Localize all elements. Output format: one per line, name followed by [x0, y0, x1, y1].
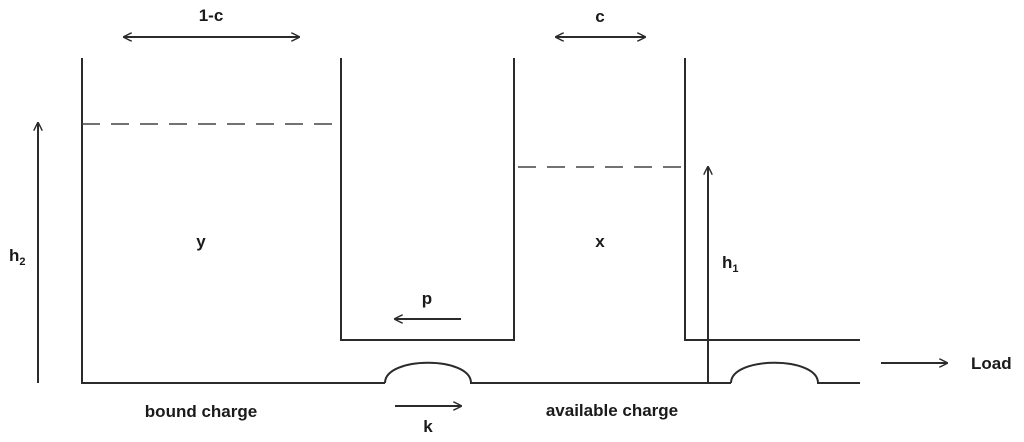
h2-subscript: 2	[19, 256, 25, 268]
load-label: Load	[971, 354, 1012, 373]
h1-subscript: 1	[732, 263, 738, 275]
connecting-pipe-k	[384, 361, 731, 384]
available-volume-label: x	[595, 232, 605, 251]
bound-charge-label: bound charge	[145, 402, 257, 421]
width-label-left: 1-c	[199, 6, 224, 25]
divider-outline	[340, 58, 515, 341]
flow-label-k: k	[423, 417, 433, 436]
bound-well-outline	[81, 58, 385, 384]
bound-volume-label: y	[196, 232, 206, 251]
available-well-outline	[684, 58, 860, 341]
h2-label: h2	[9, 246, 26, 268]
width-label-right: c	[595, 7, 604, 26]
h1-label: h1	[722, 253, 739, 275]
load-pipe	[730, 361, 860, 384]
flow-label-p: p	[422, 289, 432, 308]
available-charge-label: available charge	[546, 401, 678, 420]
